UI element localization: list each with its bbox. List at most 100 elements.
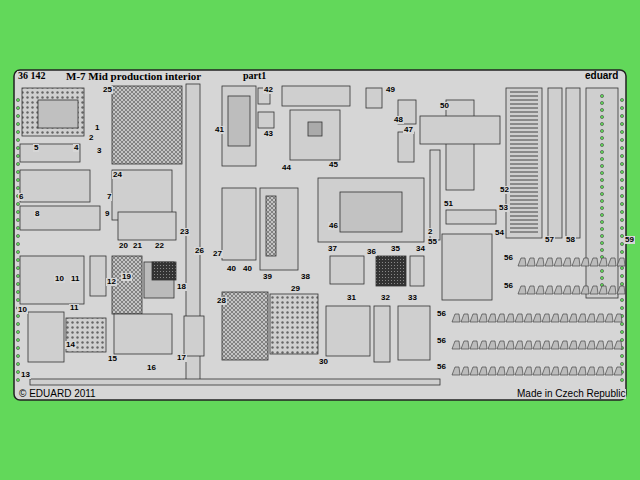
- relief-hole: [16, 146, 19, 149]
- relief-hole: [620, 378, 623, 381]
- etched-part: [260, 188, 298, 270]
- relief-hole: [16, 138, 19, 141]
- callout-number: 27: [212, 250, 223, 258]
- comb-tooth: [510, 160, 538, 161]
- link-part: [536, 286, 544, 294]
- link-part: [614, 367, 622, 375]
- relief-hole: [620, 266, 623, 269]
- relief-hole: [600, 94, 603, 97]
- comb-tooth: [510, 100, 538, 101]
- relief-hole: [16, 274, 19, 277]
- relief-hole: [16, 130, 19, 133]
- callout-number: 56: [436, 363, 447, 371]
- etched-part: [30, 379, 440, 385]
- link-part: [524, 314, 532, 322]
- etched-part: [22, 88, 84, 136]
- relief-hole: [620, 178, 623, 181]
- comb-tooth: [510, 124, 538, 125]
- link-part: [533, 341, 541, 349]
- link-part: [554, 258, 562, 266]
- callout-number: 59: [624, 236, 635, 244]
- link-part: [533, 367, 541, 375]
- etched-part: [318, 178, 424, 242]
- link-part: [599, 286, 607, 294]
- callout-number: 36: [366, 248, 377, 256]
- etched-part: [506, 88, 542, 238]
- etched-part: [374, 306, 390, 362]
- relief-hole: [620, 298, 623, 301]
- relief-hole: [620, 282, 623, 285]
- callout-number: 11: [70, 275, 80, 283]
- link-part: [497, 341, 505, 349]
- etched-part: [376, 256, 406, 286]
- etched-part: [308, 122, 322, 136]
- relief-hole: [620, 98, 623, 101]
- link-part: [518, 258, 526, 266]
- link-part: [461, 367, 469, 375]
- link-part: [578, 367, 586, 375]
- relief-hole: [16, 258, 19, 261]
- relief-hole: [16, 170, 19, 173]
- comb-tooth: [510, 184, 538, 185]
- relief-hole: [16, 282, 19, 285]
- link-part: [587, 341, 595, 349]
- link-part: [608, 286, 616, 294]
- callout-number: 10: [17, 306, 28, 314]
- relief-hole: [600, 206, 603, 209]
- link-part: [515, 341, 523, 349]
- comb-tooth: [510, 188, 538, 189]
- etched-part: [398, 132, 414, 162]
- link-part: [527, 286, 535, 294]
- comb-tooth: [510, 132, 538, 133]
- link-part: [542, 314, 550, 322]
- relief-hole: [620, 146, 623, 149]
- relief-hole: [16, 338, 19, 341]
- callout-number: 8: [34, 210, 40, 218]
- etched-part: [420, 116, 500, 144]
- relief-hole: [620, 202, 623, 205]
- callout-number: 40: [242, 265, 253, 273]
- relief-hole: [16, 314, 19, 317]
- etched-part: [548, 88, 562, 238]
- callout-number: 45: [328, 161, 339, 169]
- relief-hole: [620, 322, 623, 325]
- link-part: [551, 341, 559, 349]
- relief-hole: [16, 290, 19, 293]
- callout-number: 35: [390, 245, 401, 253]
- relief-hole: [600, 227, 603, 230]
- callout-number: 3: [96, 147, 102, 155]
- comb-tooth: [510, 156, 538, 157]
- link-part: [479, 314, 487, 322]
- etched-part: [282, 86, 350, 106]
- comb-tooth: [510, 180, 538, 181]
- callout-number: 17: [176, 354, 187, 362]
- relief-hole: [16, 242, 19, 245]
- relief-hole: [16, 218, 19, 221]
- comb-tooth: [510, 104, 538, 105]
- relief-hole: [620, 330, 623, 333]
- callout-number: 21: [132, 242, 143, 250]
- link-part: [569, 341, 577, 349]
- relief-hole: [620, 210, 623, 213]
- link-part: [515, 314, 523, 322]
- link-part: [581, 258, 589, 266]
- comb-tooth: [510, 112, 538, 113]
- link-part: [581, 286, 589, 294]
- link-part: [470, 367, 478, 375]
- link-part: [608, 258, 616, 266]
- link-part: [506, 341, 514, 349]
- etched-part: [446, 100, 474, 190]
- callout-number: 26: [194, 247, 205, 255]
- link-part: [578, 314, 586, 322]
- comb-tooth: [510, 116, 538, 117]
- relief-hole: [600, 234, 603, 237]
- relief-hole: [16, 178, 19, 181]
- callout-number: 52: [499, 186, 510, 194]
- etched-part: [326, 306, 370, 356]
- link-part: [551, 314, 559, 322]
- comb-tooth: [510, 92, 538, 93]
- relief-hole: [16, 266, 19, 269]
- comb-tooth: [510, 152, 538, 153]
- callout-number: 58: [565, 236, 576, 244]
